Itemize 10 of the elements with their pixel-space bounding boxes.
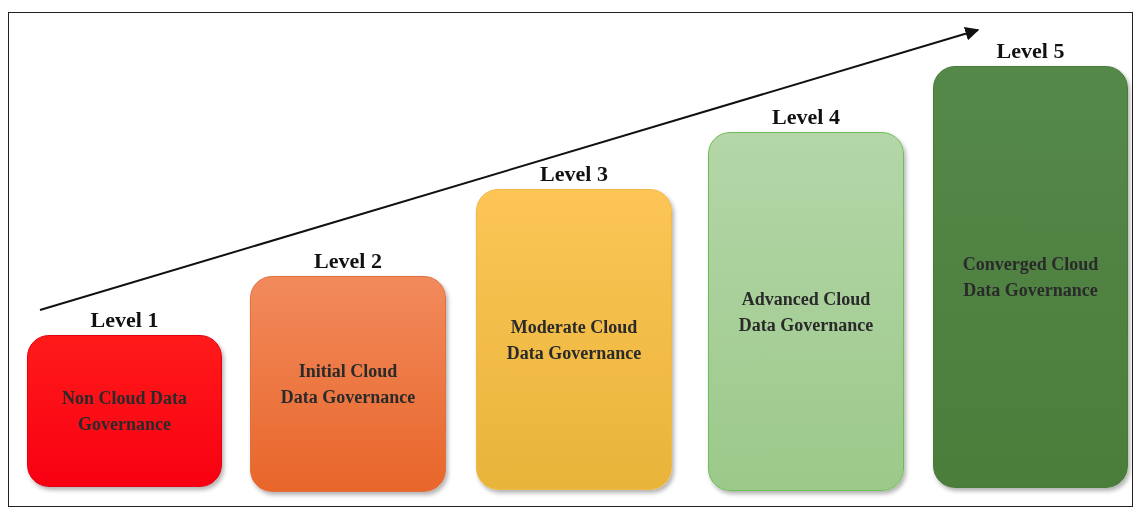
- level-heading: Level 1: [90, 307, 159, 333]
- level-description: Advanced Cloud Data Governance: [737, 287, 875, 337]
- level-description: Moderate Cloud Data Governance: [505, 315, 643, 365]
- level-heading: Level 5: [996, 38, 1065, 64]
- level-heading: Level 4: [772, 104, 840, 130]
- level-description: Initial Cloud Data Governance: [279, 360, 417, 409]
- level-description: Non Cloud Data Governance: [61, 387, 188, 436]
- level-description: Converged Cloud Data Governance: [961, 253, 1100, 302]
- level-heading: Level 2: [314, 248, 382, 274]
- level-heading: Level 3: [540, 161, 608, 187]
